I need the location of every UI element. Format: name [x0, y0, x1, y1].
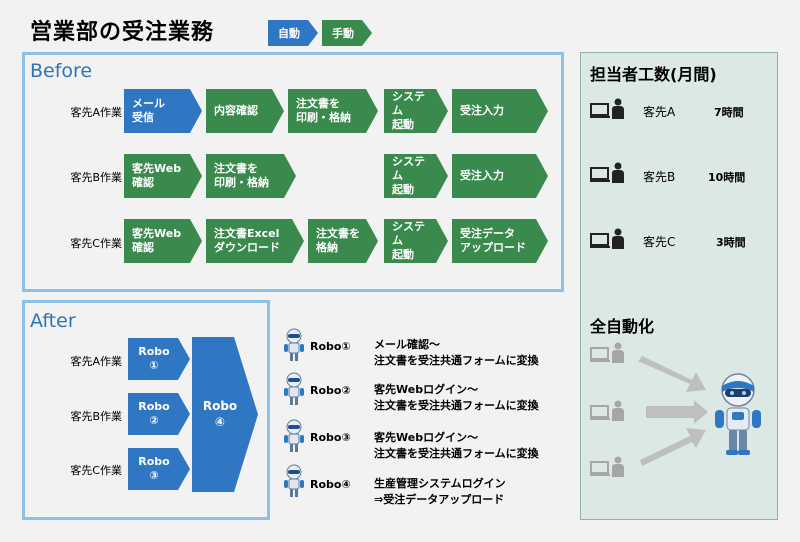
after-row-a-label: 客先A作業 — [70, 355, 122, 368]
robo-2-desc: 客先Webログイン～ 注文書を受注共通フォームに変換 — [374, 383, 539, 412]
legend-manual: 手動 — [322, 20, 372, 46]
robot-icon — [712, 372, 764, 460]
worker-at-pc-icon — [590, 228, 626, 252]
step-excel-download: 注文書Excel ダウンロード — [206, 219, 304, 263]
robo-3-label: Robo③ — [310, 431, 351, 444]
before-row-c-label: 客先C作業 — [70, 237, 122, 250]
robo-2-block: Robo ② — [128, 393, 190, 435]
step-system-start: システム 起動 — [384, 89, 448, 133]
robo-4-label: Robo④ — [310, 478, 351, 491]
before-row-a-label: 客先A作業 — [70, 106, 122, 119]
page-title: 営業部の受注業務 — [30, 20, 215, 45]
robot-icon — [282, 328, 306, 366]
automation-arrows — [638, 356, 708, 466]
customer-c: 客先C — [643, 235, 676, 249]
robot-icon — [282, 372, 306, 410]
hours-c: 3時間 — [716, 236, 746, 249]
worker-at-pc-icon — [590, 456, 626, 480]
automation-title: 全自動化 — [590, 317, 655, 336]
robo-4-desc: 生産管理システムログイン ⇒受注データアップロード — [374, 477, 506, 506]
step-web-check: 客先Web 確認 — [124, 154, 202, 198]
step-mail-receive: メール 受信 — [124, 89, 202, 133]
step-print-store: 注文書を 印刷・格納 — [288, 89, 378, 133]
step-store: 注文書を 格納 — [308, 219, 378, 263]
step-data-upload: 受注データ アップロード — [452, 219, 548, 263]
customer-b: 客先B — [643, 170, 676, 184]
hours-b: 10時間 — [708, 171, 746, 184]
robo-2-label: Robo② — [310, 384, 351, 397]
workload-title: 担当者工数(月間) — [590, 65, 717, 84]
after-row-c-label: 客先C作業 — [70, 464, 122, 477]
worker-at-pc-icon — [590, 162, 626, 186]
worker-at-pc-icon — [590, 98, 626, 122]
step-order-entry: 受注入力 — [452, 154, 548, 198]
robo-3-desc: 客先Webログイン～ 注文書を受注共通フォームに変換 — [374, 431, 539, 460]
worker-at-pc-icon — [590, 342, 626, 366]
customer-a: 客先A — [643, 105, 676, 119]
robot-icon — [282, 464, 306, 502]
hours-a: 7時間 — [714, 106, 744, 119]
worker-at-pc-icon — [590, 400, 626, 424]
before-row-b-label: 客先B作業 — [70, 171, 122, 184]
robot-icon — [282, 419, 306, 457]
before-title: Before — [30, 60, 93, 82]
robo-1-label: Robo① — [310, 340, 351, 353]
step-web-check: 客先Web 確認 — [124, 219, 202, 263]
step-order-entry: 受注入力 — [452, 89, 548, 133]
robo-3-block: Robo ③ — [128, 448, 190, 490]
after-title: After — [30, 310, 76, 332]
robo-1-desc: メール確認～ 注文書を受注共通フォームに変換 — [374, 338, 539, 367]
step-system-start: システム 起動 — [384, 154, 448, 198]
after-row-b-label: 客先B作業 — [70, 410, 122, 423]
robo-1-block: Robo ① — [128, 338, 190, 380]
legend-auto: 自動 — [268, 20, 318, 46]
step-print-store: 注文書を 印刷・格納 — [206, 154, 296, 198]
step-system-start: システム 起動 — [384, 219, 448, 263]
step-content-check: 内容確認 — [206, 89, 284, 133]
